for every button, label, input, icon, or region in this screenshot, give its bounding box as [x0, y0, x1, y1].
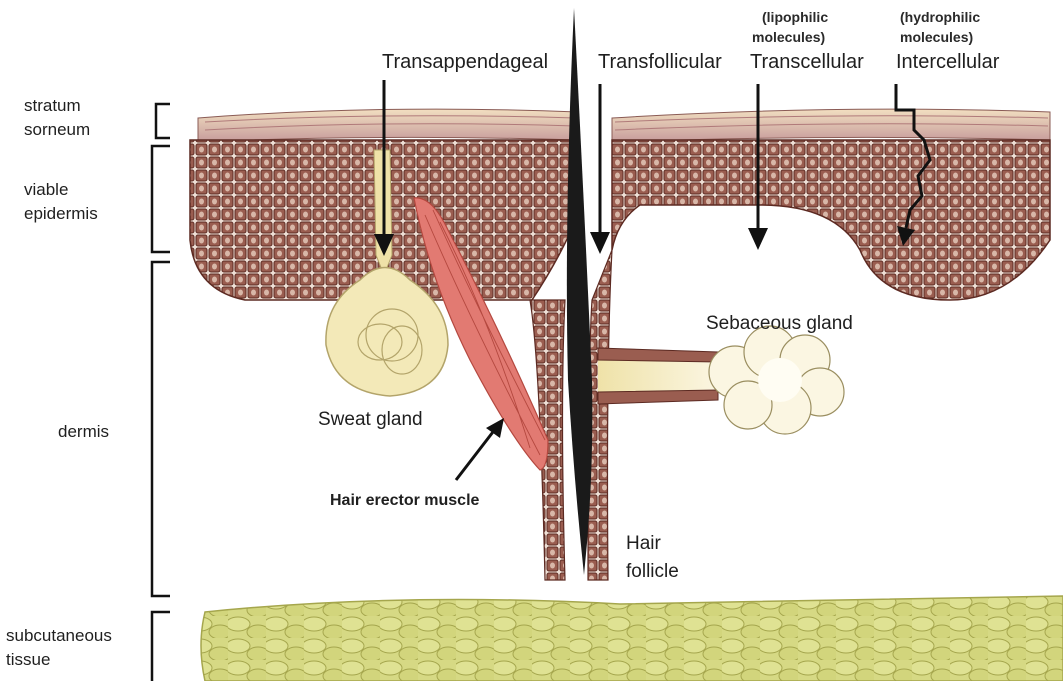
hair-shaft [567, 8, 592, 575]
subcutaneous-label-line1: subcutaneous [6, 624, 112, 648]
hair-follicle-structure [530, 250, 718, 580]
intercellular-label: Intercellular [896, 50, 999, 74]
lipophilic-note-line2: molecules) [752, 28, 825, 47]
dermis-label: dermis [58, 420, 109, 444]
transfollicular-label: Transfollicular [598, 50, 722, 74]
transappendageal-label: Transappendageal [382, 50, 548, 74]
hydrophilic-note-line1: (hydrophilic [900, 8, 980, 27]
hair-follicle-label-line2: follicle [626, 560, 679, 584]
stratum-label-line2: sorneum [24, 118, 90, 142]
epidermis-label-line2: epidermis [24, 202, 98, 226]
erector-muscle-arrow [456, 418, 504, 480]
hair-follicle-label-line1: Hair [626, 532, 661, 556]
sweat-gland-label: Sweat gland [318, 408, 423, 432]
hair-erector-muscle-label: Hair erector muscle [330, 492, 479, 510]
layer-brackets [152, 104, 170, 681]
subcutaneous-label-line2: tissue [6, 648, 50, 672]
sebaceous-gland-label: Sebaceous gland [706, 312, 853, 336]
hydrophilic-note-line2: molecules) [900, 28, 973, 47]
viable-epidermis-layer [190, 140, 1050, 300]
epidermis-label-line1: viable [24, 178, 68, 202]
transfollicular-arrow [590, 84, 610, 254]
stratum-label-line1: stratum [24, 94, 81, 118]
subcutaneous-fat [201, 596, 1063, 681]
lipophilic-note-line1: (lipophilic [762, 8, 828, 27]
sebaceous-gland-shape [709, 326, 844, 434]
transcellular-label: Transcellular [750, 50, 864, 74]
